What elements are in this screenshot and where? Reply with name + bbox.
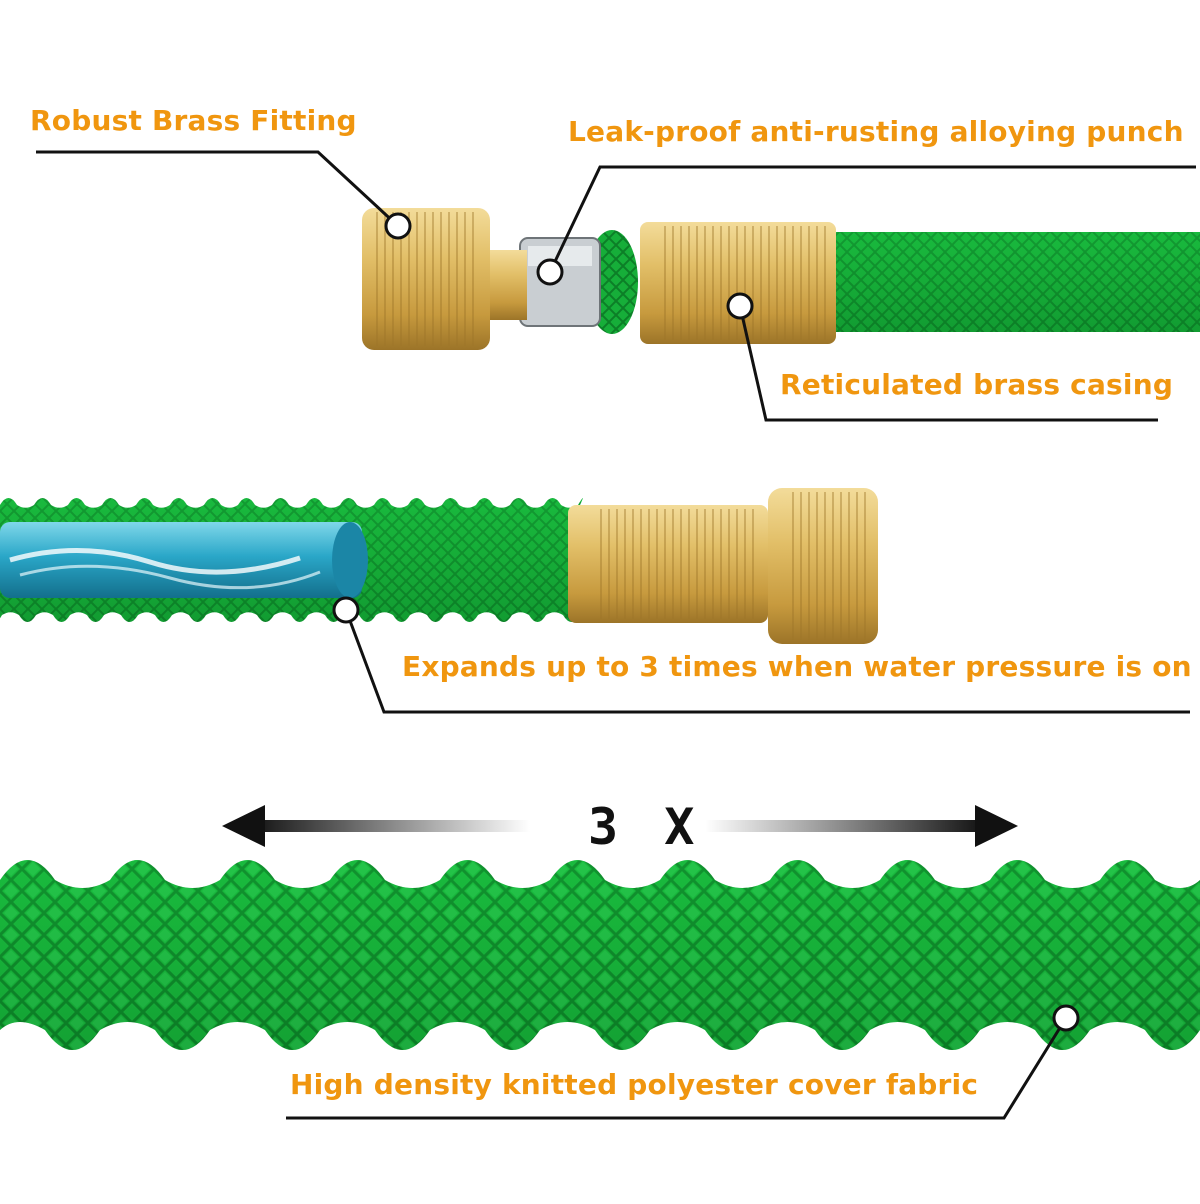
label-expands: Expands up to 3 times when water pressur… [402,650,1192,683]
callout-dots [332,212,1080,1032]
label-robust-brass-fitting: Robust Brass Fitting [30,104,357,137]
leader-punch [548,165,1196,273]
leader-casing [738,305,1158,422]
dot-punch [536,258,564,286]
label-reticulated-casing: Reticulated brass casing [780,368,1174,401]
multiplier-label: 3 X [588,798,703,856]
leader-lines [36,150,1196,1120]
leader-fabric [286,1017,1068,1120]
dot-brass-fitting [384,212,412,240]
middle-hose-assembly [0,488,878,644]
arrow-right-head [975,805,1018,847]
dot-fabric [1052,1004,1080,1032]
leader-brass-fitting [36,150,400,228]
leader-expands [344,609,1190,714]
arrow-left-head [222,805,265,847]
dot-expands [332,596,360,624]
top-hose-assembly [362,208,1200,350]
inner-tube [0,522,362,598]
label-knitted-fabric: High density knitted polyester cover fab… [290,1068,979,1101]
label-leak-proof-punch: Leak-proof anti-rusting alloying punch [568,115,1184,148]
expansion-arrow [222,805,1018,847]
dot-casing [726,292,754,320]
